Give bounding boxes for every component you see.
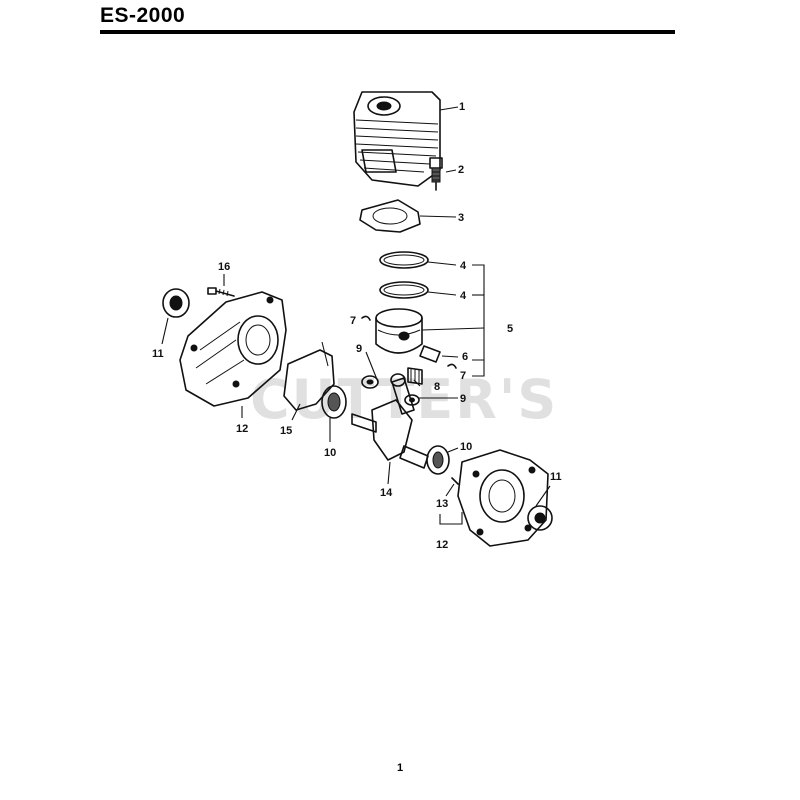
page-title: ES-2000	[100, 4, 186, 27]
callout-6: 6	[462, 351, 468, 363]
callout-7b: 7	[460, 370, 466, 382]
callout-1: 1	[459, 101, 465, 113]
callout-11b: 11	[550, 471, 562, 483]
part-cylinder	[353, 91, 441, 187]
header-rule	[100, 30, 675, 34]
callout-12b: 12	[436, 539, 448, 551]
callout-3: 3	[458, 212, 464, 224]
callout-7a: 7	[350, 315, 356, 327]
part-piston	[375, 308, 423, 354]
part-crankcase-gasket	[283, 341, 335, 411]
callout-2: 2	[458, 164, 464, 176]
page-number: 1	[396, 762, 404, 774]
part-crankcase-left	[179, 291, 287, 407]
part-bolt	[207, 287, 235, 297]
part-crankcase-right	[457, 449, 549, 547]
part-crankshaft	[351, 373, 429, 469]
callout-4b: 4	[460, 290, 467, 302]
callout-11a: 11	[152, 348, 164, 360]
callout-10b: 10	[460, 441, 472, 453]
callout-16: 16	[218, 261, 230, 273]
part-dowel-pin	[451, 477, 459, 485]
callout-8: 8	[434, 381, 440, 393]
callout-5: 5	[507, 323, 513, 335]
callout-9a: 9	[356, 343, 362, 355]
callout-14: 14	[380, 487, 393, 499]
part-piston-pin	[419, 345, 441, 363]
part-piston-rings	[379, 251, 429, 299]
callout-4a: 4	[460, 260, 467, 272]
callout-10a: 10	[324, 447, 336, 459]
callout-15: 15	[280, 425, 292, 437]
callout-13: 13	[436, 498, 448, 510]
part-gasket	[359, 199, 421, 233]
part-spark-plug	[429, 157, 443, 191]
callout-12a: 12	[236, 423, 248, 435]
leader-lines	[161, 106, 551, 525]
part-pin-clips	[361, 315, 457, 369]
part-oil-seals	[162, 288, 553, 531]
callout-labels: 1 2 3 4 4 5 6 7 7 8 9 9 10 10 11 11 12 1…	[152, 101, 562, 551]
callout-9b: 9	[460, 393, 466, 405]
